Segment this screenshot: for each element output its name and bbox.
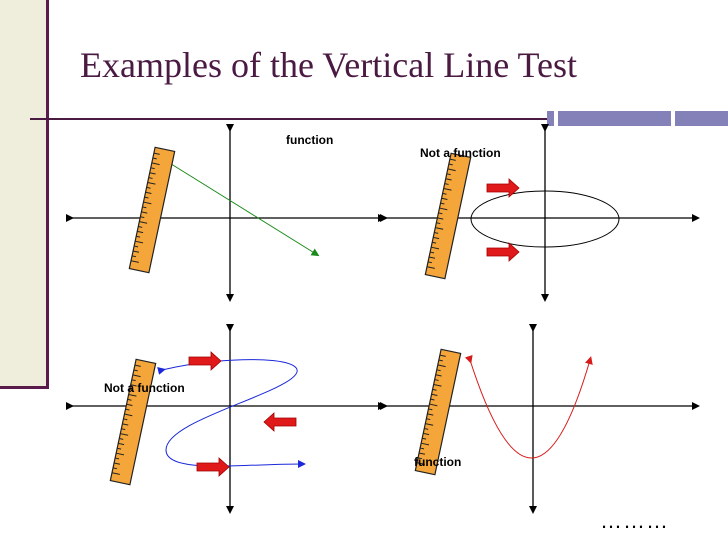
panel-ellipse [380, 124, 700, 302]
accent-block [547, 111, 728, 126]
slide-title: Examples of the Vertical Line Test [80, 45, 578, 85]
ellipse-graph [470, 190, 620, 248]
red-arrow-icon [196, 457, 230, 477]
s-curve-graph [157, 359, 306, 469]
parabola-graph [464, 354, 593, 459]
ruler-icon [109, 358, 157, 486]
sidebar-band-edge [0, 386, 49, 389]
panel-s-curve [66, 324, 386, 514]
panel-3-label: Not a function [104, 381, 185, 395]
red-arrow-icon [188, 351, 222, 371]
panel-2-label: Not a function [420, 146, 501, 160]
panel-4-label: function [414, 455, 462, 469]
ruler-icon [128, 146, 176, 274]
footer-ellipsis: ……… [600, 508, 669, 533]
panel-parabola [380, 324, 700, 514]
linear-function-graph [167, 161, 320, 257]
panel-function-line [66, 124, 386, 302]
panel-1-label: function [286, 133, 334, 147]
title-divider [30, 118, 728, 120]
red-arrow-icon [486, 242, 520, 262]
ruler-icon [424, 152, 472, 280]
sidebar-band [0, 0, 49, 388]
red-arrow-icon [263, 412, 297, 432]
red-arrow-icon [486, 178, 520, 198]
